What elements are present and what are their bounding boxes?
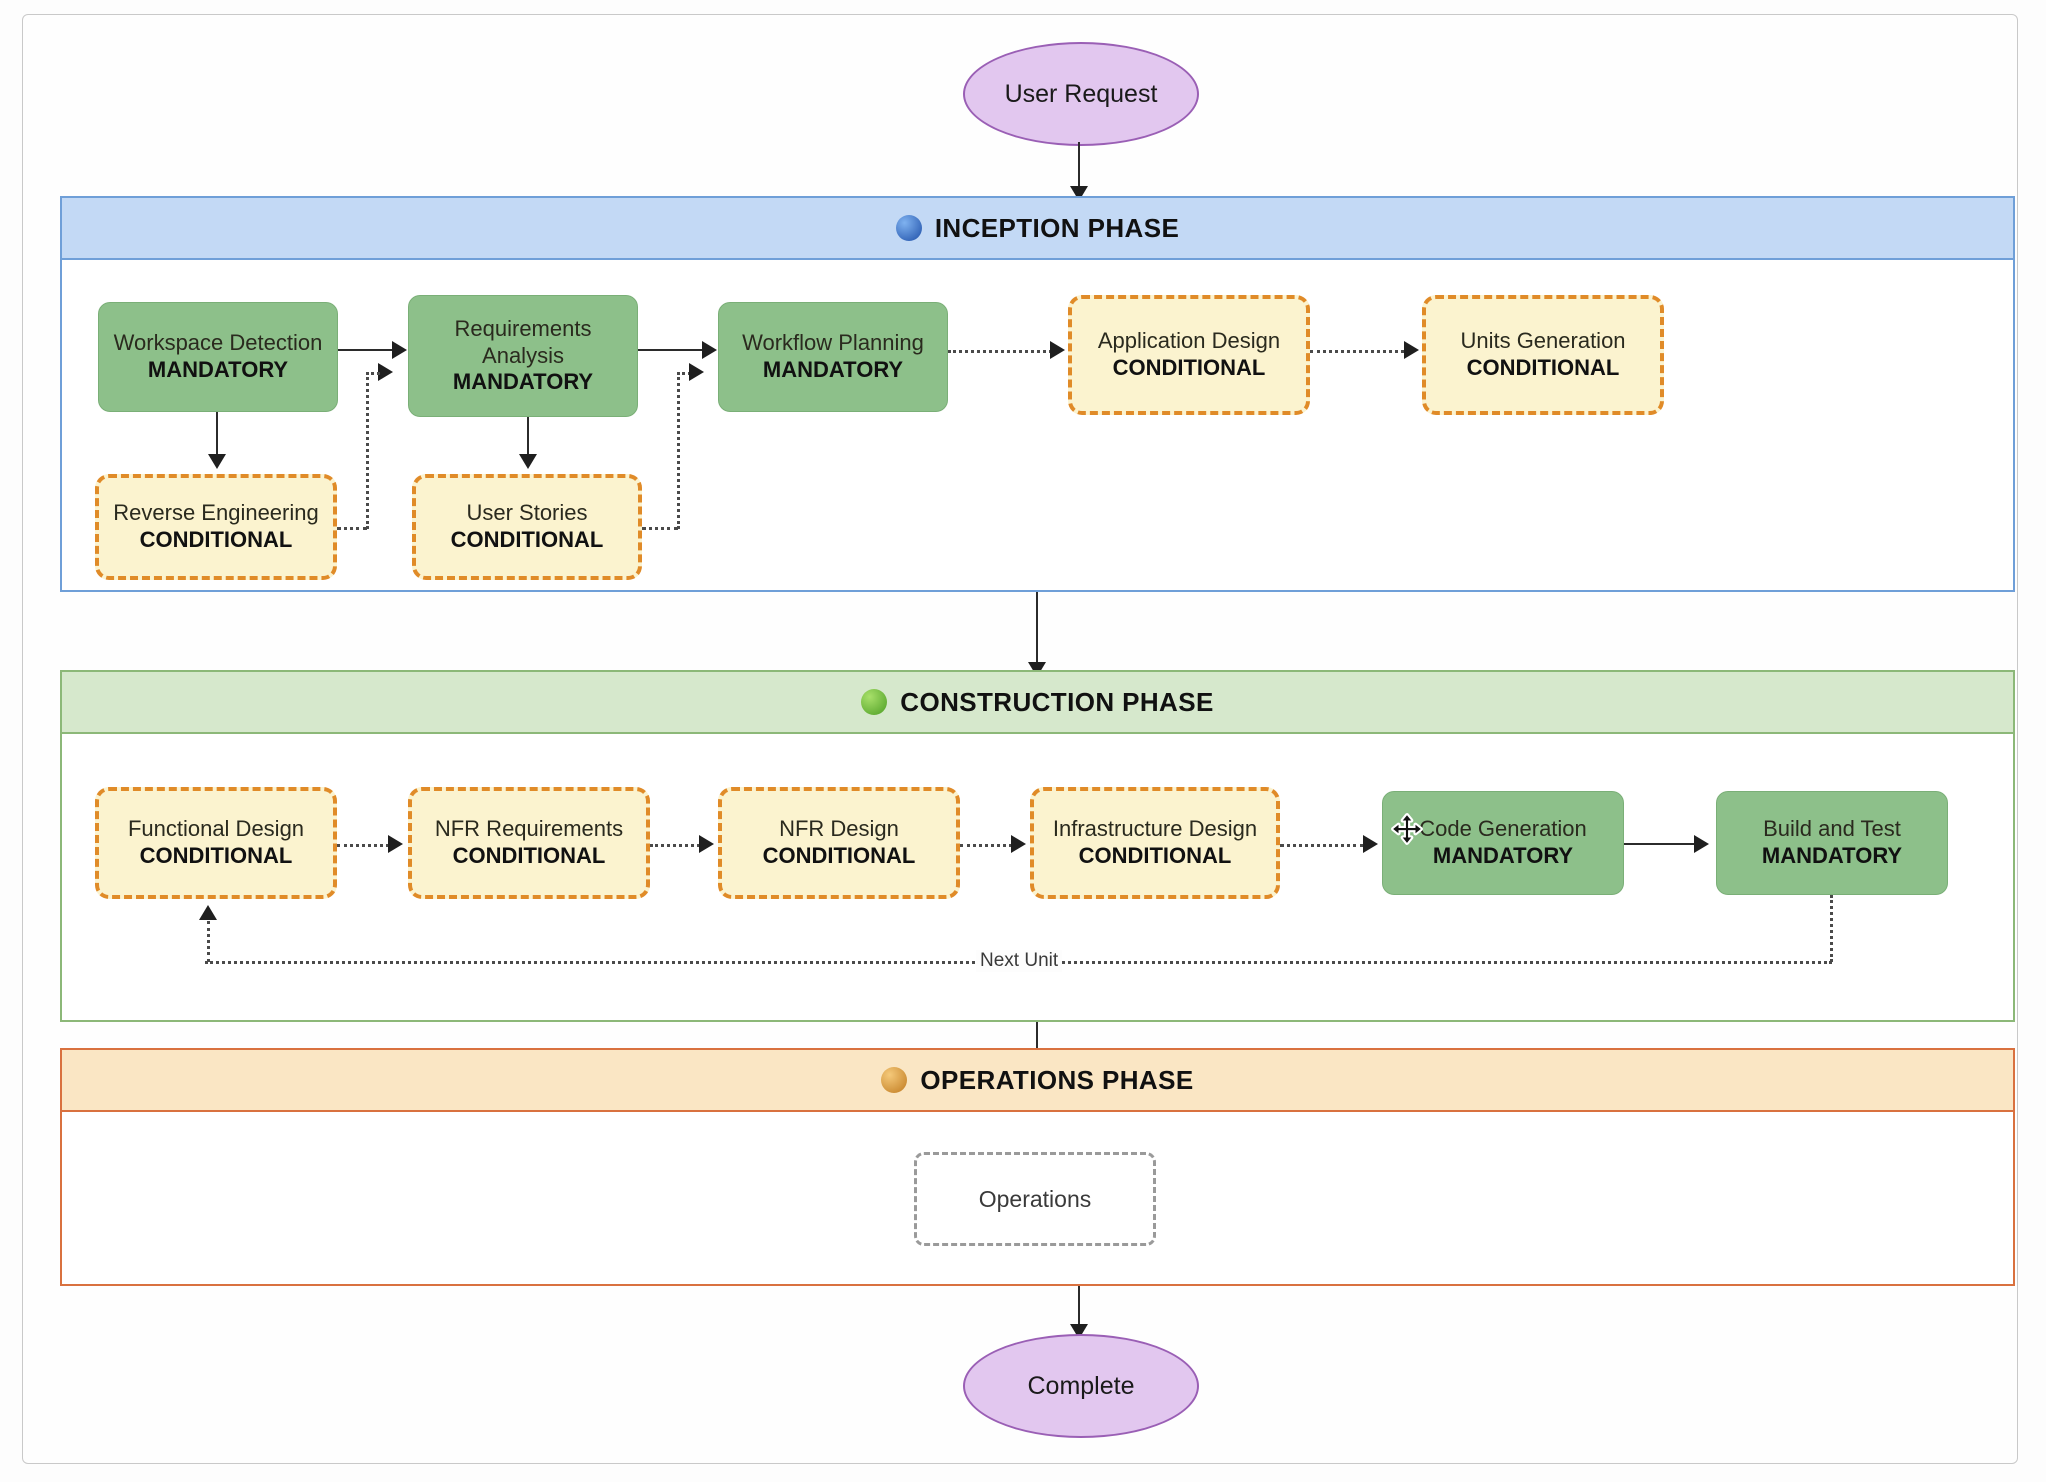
edge-reverse-back-h	[337, 527, 367, 530]
node-units-generation[interactable]: Units Generation CONDITIONAL	[1422, 295, 1664, 415]
node-status: CONDITIONAL	[1078, 843, 1232, 868]
node-code-generation[interactable]: Code Generation MANDATORY	[1382, 791, 1624, 895]
node-status: MANDATORY	[147, 357, 289, 382]
phase-construction-header: CONSTRUCTION PHASE	[62, 672, 2013, 734]
node-title: User Stories	[466, 500, 588, 526]
node-workspace-detection[interactable]: Workspace Detection MANDATORY	[98, 302, 338, 412]
phase-operations-header: OPERATIONS PHASE	[62, 1050, 2013, 1112]
node-title: NFR Requirements	[434, 816, 624, 842]
node-requirements-analysis[interactable]: Requirements Analysis MANDATORY	[408, 295, 638, 417]
node-status: MANDATORY	[762, 357, 904, 382]
edge-start-to-inception	[1078, 142, 1080, 194]
edge-inception-to-construction	[1036, 592, 1038, 670]
node-title: Build and Test	[1763, 816, 1901, 842]
node-title: Functional Design	[127, 816, 305, 842]
node-label: Complete	[1027, 1371, 1135, 1400]
node-application-design[interactable]: Application Design CONDITIONAL	[1068, 295, 1310, 415]
edge-ws-to-reverse	[216, 412, 218, 460]
edge-operations-to-complete	[1078, 1286, 1080, 1332]
node-user-stories[interactable]: User Stories CONDITIONAL	[412, 474, 642, 580]
arrowhead-right	[1404, 341, 1419, 359]
edge-ws-to-req	[338, 349, 394, 351]
node-complete[interactable]: Complete	[963, 1334, 1199, 1438]
node-status: CONDITIONAL	[139, 843, 293, 868]
edge-wfp-to-appdesign	[948, 350, 1052, 353]
node-label: User Request	[1004, 79, 1158, 108]
node-status: MANDATORY	[1761, 843, 1903, 868]
arrowhead-up	[199, 905, 217, 920]
orange-circle-icon	[881, 1067, 908, 1093]
node-title: Operations	[978, 1185, 1092, 1212]
phase-inception-header: INCEPTION PHASE	[62, 198, 2013, 260]
node-title: Code Generation	[1419, 816, 1587, 842]
edge-reverse-back-v	[366, 372, 369, 529]
edge-codegen-to-build	[1624, 843, 1696, 845]
node-user-request[interactable]: User Request	[963, 42, 1199, 146]
edge-loop-right-v	[1830, 895, 1833, 962]
node-title: Workspace Detection	[113, 330, 323, 356]
edge-reverse-back-h2	[366, 372, 380, 375]
node-status: CONDITIONAL	[1112, 355, 1266, 380]
phase-title: INCEPTION PHASE	[934, 212, 1180, 243]
edge-fd-to-nfrreq	[337, 844, 389, 847]
edge-infra-to-codegen	[1280, 844, 1364, 847]
edge-req-to-stories	[527, 417, 529, 460]
phase-operations: OPERATIONS PHASE	[60, 1048, 2015, 1286]
phase-title: CONSTRUCTION PHASE	[900, 686, 1214, 717]
node-status: MANDATORY	[1432, 843, 1574, 868]
node-title: Workflow Planning	[742, 330, 924, 356]
node-status: CONDITIONAL	[762, 843, 916, 868]
node-nfr-requirements[interactable]: NFR Requirements CONDITIONAL	[408, 787, 650, 899]
edge-label-next-unit: Next Unit	[976, 950, 1063, 972]
green-circle-icon	[861, 689, 888, 715]
node-functional-design[interactable]: Functional Design CONDITIONAL	[95, 787, 337, 899]
node-status: CONDITIONAL	[139, 527, 293, 552]
node-status: MANDATORY	[452, 369, 594, 395]
node-infrastructure-design[interactable]: Infrastructure Design CONDITIONAL	[1030, 787, 1280, 899]
arrowhead-right	[702, 341, 717, 359]
node-status: CONDITIONAL	[1466, 355, 1620, 380]
edge-nfrreq-to-nfrdes	[650, 844, 700, 847]
node-reverse-engineering[interactable]: Reverse Engineering CONDITIONAL	[95, 474, 337, 580]
node-title: Application Design	[1097, 328, 1281, 354]
arrowhead-down	[208, 454, 226, 469]
arrowhead-right	[392, 341, 407, 359]
node-title: NFR Design	[779, 816, 899, 842]
edge-req-to-wfp	[638, 349, 704, 351]
blue-circle-icon	[895, 215, 922, 241]
arrowhead-right	[378, 363, 393, 381]
node-nfr-design[interactable]: NFR Design CONDITIONAL	[718, 787, 960, 899]
phase-inception: INCEPTION PHASE	[60, 196, 2015, 592]
edge-nfrdes-to-infra	[960, 844, 1012, 847]
phase-title: OPERATIONS PHASE	[920, 1064, 1194, 1095]
arrowhead-right	[388, 835, 403, 853]
node-status: CONDITIONAL	[450, 527, 604, 552]
edge-stories-back-v	[677, 372, 680, 529]
arrowhead-down	[519, 454, 537, 469]
arrowhead-right	[1050, 341, 1065, 359]
node-title: Infrastructure Design	[1052, 816, 1258, 842]
arrowhead-right	[689, 363, 704, 381]
node-workflow-planning[interactable]: Workflow Planning MANDATORY	[718, 302, 948, 412]
node-operations[interactable]: Operations	[914, 1152, 1156, 1246]
arrowhead-right	[1363, 835, 1378, 853]
node-title: Reverse Engineering	[113, 500, 319, 526]
arrowhead-right	[1011, 835, 1026, 853]
node-title: Units Generation	[1460, 328, 1626, 354]
node-title: Requirements Analysis	[454, 315, 592, 368]
node-build-and-test[interactable]: Build and Test MANDATORY	[1716, 791, 1948, 895]
arrowhead-right	[1694, 835, 1709, 853]
arrowhead-right	[699, 835, 714, 853]
edge-stories-back-h2	[677, 372, 691, 375]
edge-stories-back-h	[642, 527, 678, 530]
edge-appdesign-to-units	[1310, 350, 1404, 353]
edge-loop-left-v	[207, 921, 210, 962]
node-status: CONDITIONAL	[452, 843, 606, 868]
